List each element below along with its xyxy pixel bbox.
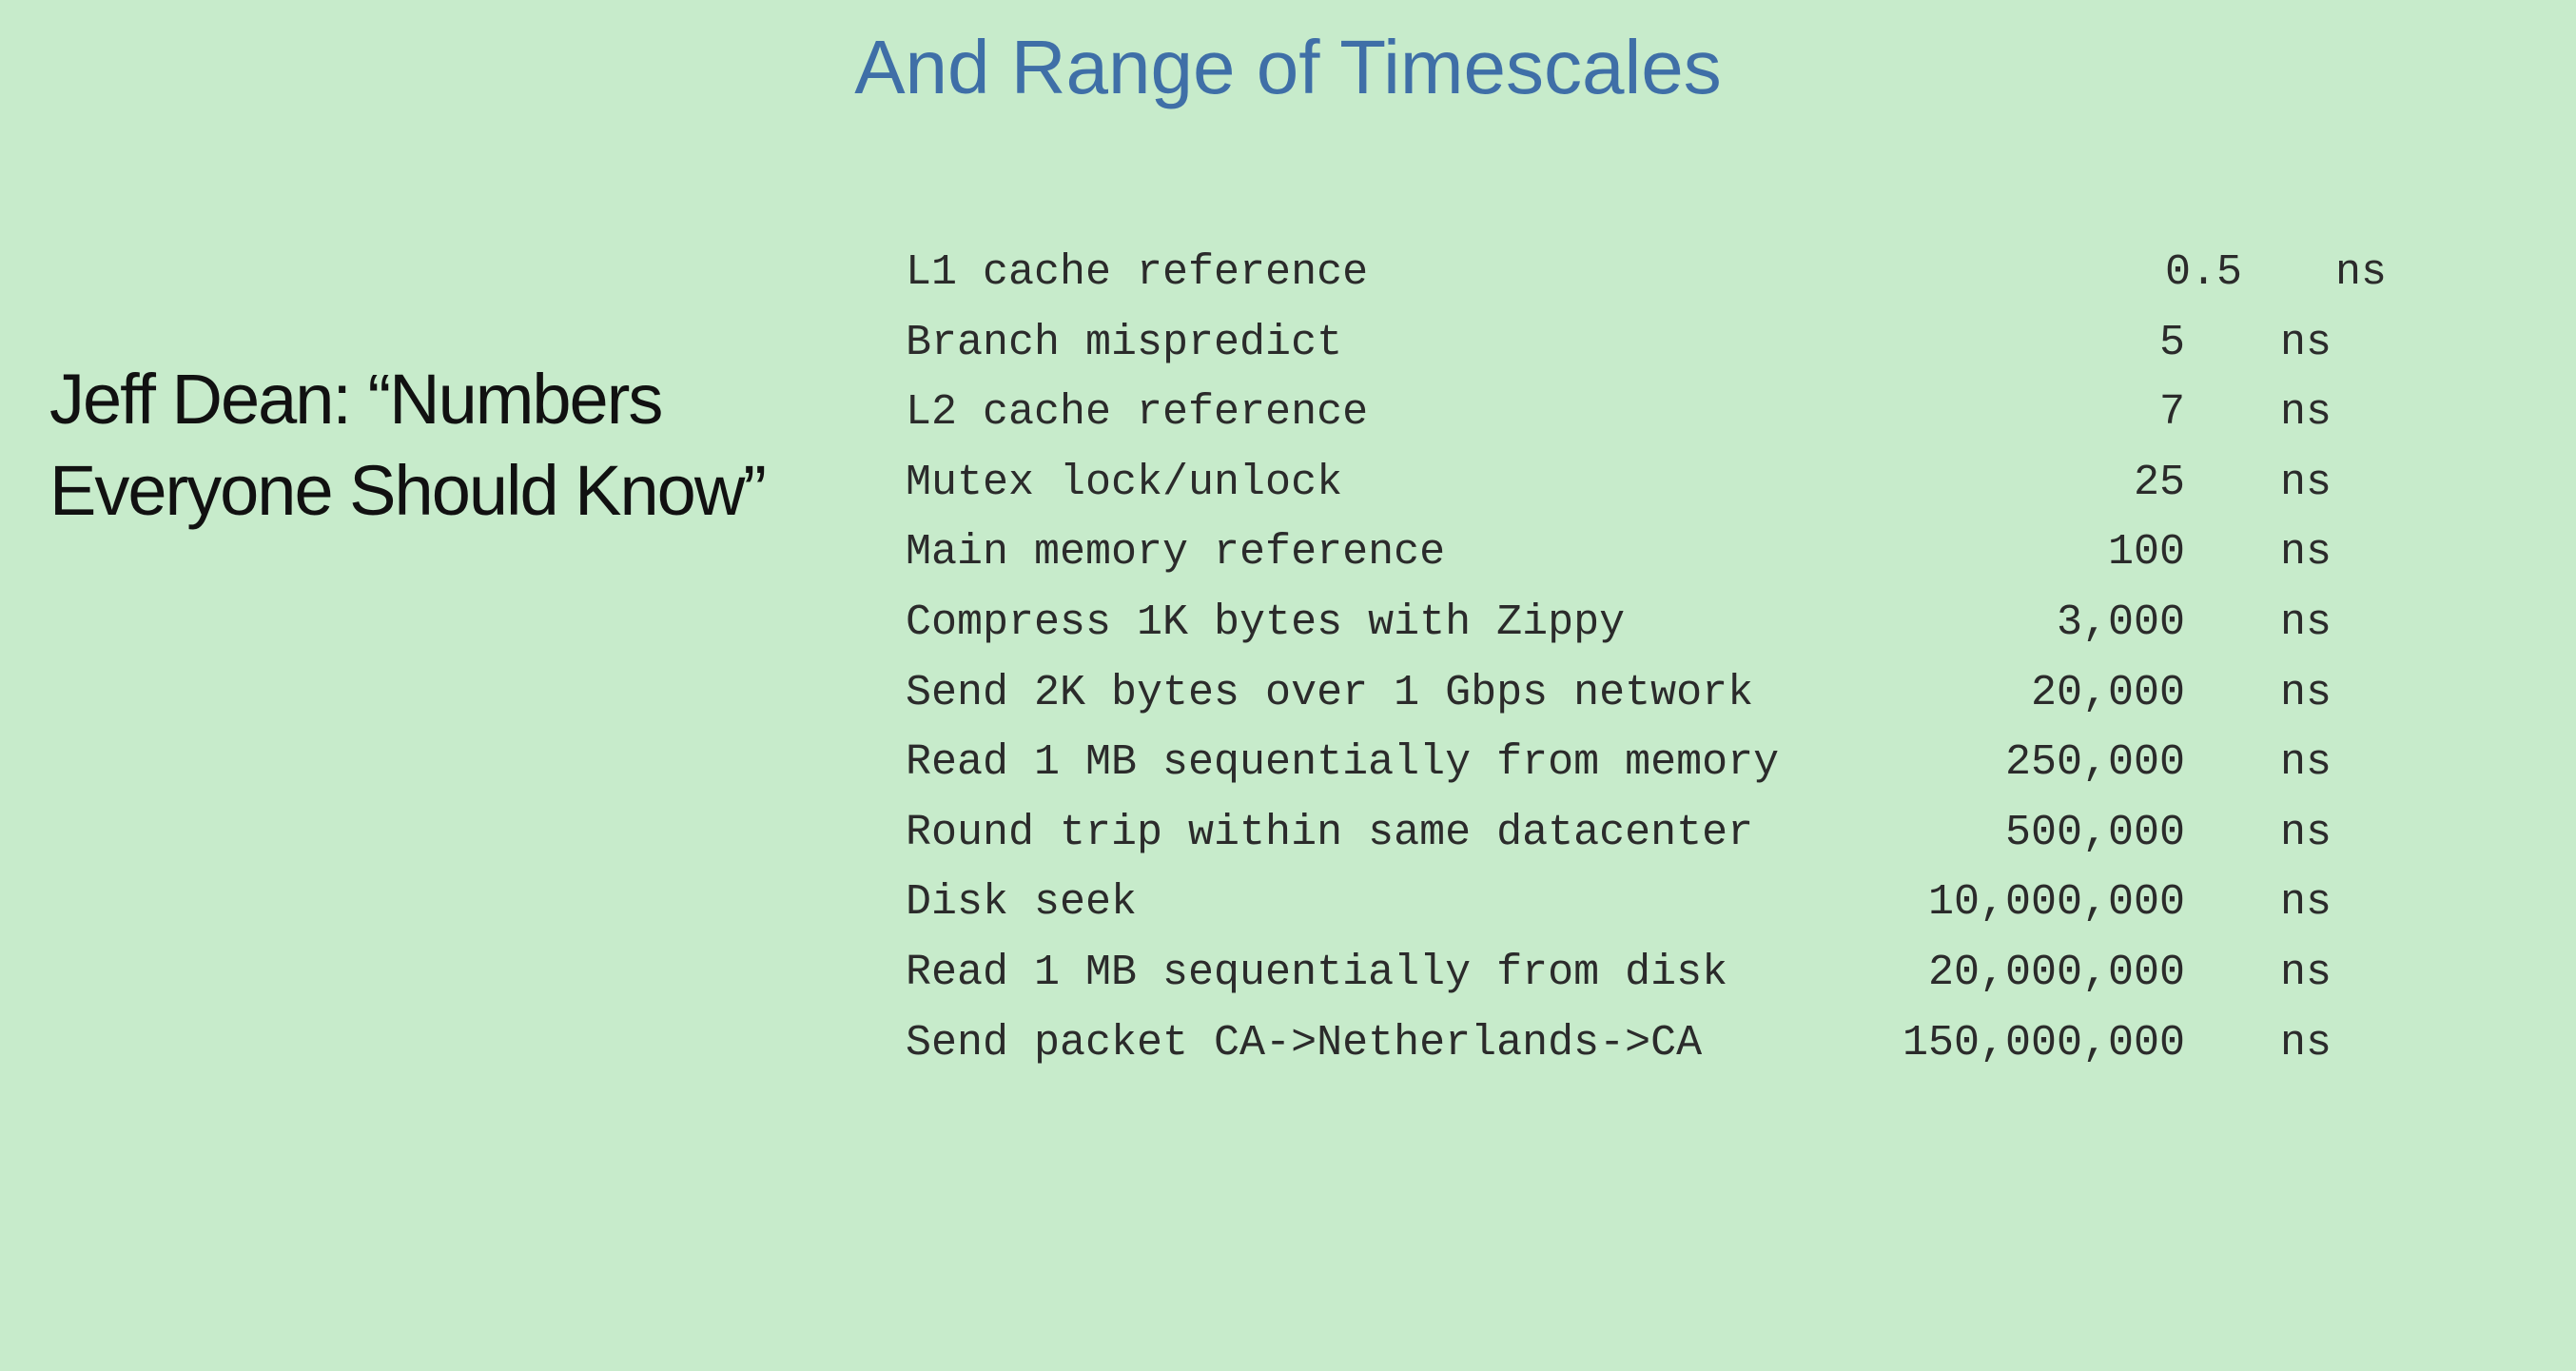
table-row: Send packet CA->Netherlands->CA 150,000,0… bbox=[906, 1009, 2390, 1079]
latency-unit: ns bbox=[2280, 1018, 2332, 1067]
latency-unit: ns bbox=[2280, 388, 2332, 438]
latency-unit: ns bbox=[2280, 458, 2332, 507]
latency-value: 250,000 bbox=[2004, 738, 2185, 788]
operation-label: L2 cache reference bbox=[906, 388, 1369, 438]
latency-value: 0.5 bbox=[2164, 248, 2242, 297]
latency-unit: ns bbox=[2280, 948, 2332, 997]
table-row: Compress 1K bytes with Zippy 3,000 ns bbox=[906, 588, 2390, 658]
operation-label: Compress 1K bytes with Zippy bbox=[906, 597, 1626, 647]
latency-value: 100 bbox=[2107, 528, 2185, 578]
operation-label: Read 1 MB sequentially from disk bbox=[906, 948, 1728, 997]
table-row: Send 2K bytes over 1 Gbps network 20,000 n… bbox=[906, 658, 2390, 729]
latency-value: 3,000 bbox=[2056, 597, 2185, 647]
operation-label: Disk seek bbox=[906, 878, 1138, 928]
operation-label: L1 cache reference bbox=[906, 248, 1369, 297]
latency-unit: ns bbox=[2335, 248, 2388, 297]
quote-attribution: Jeff Dean: “Numbers Everyone Should Know… bbox=[49, 354, 767, 537]
latency-unit: ns bbox=[2280, 318, 2332, 367]
table-row: Read 1 MB sequentially from memory 250,00… bbox=[906, 728, 2390, 798]
operation-label: Round trip within same datacenter bbox=[906, 808, 1754, 857]
table-row: Read 1 MB sequentially from disk 20,000,0… bbox=[906, 938, 2390, 1009]
table-row: Main memory reference 100 ns bbox=[906, 518, 2390, 588]
latency-value: 500,000 bbox=[2004, 808, 2185, 857]
operation-label: Send 2K bytes over 1 Gbps network bbox=[906, 668, 1754, 717]
operation-label: Send packet CA->Netherlands->CA bbox=[906, 1018, 1703, 1067]
table-row: L1 cache reference 0.5 ns bbox=[906, 238, 2390, 308]
quote-line-1: Jeff Dean: “Numbers bbox=[49, 360, 663, 439]
latency-unit: ns bbox=[2280, 528, 2332, 578]
table-row: Branch mispredict 5 ns bbox=[906, 308, 2390, 379]
latency-unit: ns bbox=[2280, 738, 2332, 788]
latency-unit: ns bbox=[2280, 597, 2332, 647]
operation-label: Branch mispredict bbox=[906, 318, 1343, 367]
quote-line-2: Everyone Should Know” bbox=[49, 451, 767, 530]
latency-value: 10,000,000 bbox=[1927, 878, 2185, 928]
latency-value: 7 bbox=[2158, 388, 2185, 438]
operation-label: Read 1 MB sequentially from memory bbox=[906, 738, 1780, 788]
operation-label: Mutex lock/unlock bbox=[906, 458, 1343, 507]
latency-value: 20,000,000 bbox=[1927, 948, 2185, 997]
table-row: Round trip within same datacenter 500,000… bbox=[906, 798, 2390, 869]
latency-value: 25 bbox=[2133, 458, 2185, 507]
latency-unit: ns bbox=[2280, 668, 2332, 717]
latency-unit: ns bbox=[2280, 878, 2332, 928]
table-row: Disk seek 10,000,000 ns bbox=[906, 868, 2390, 938]
latency-value: 150,000,000 bbox=[1902, 1018, 2185, 1067]
latency-value: 5 bbox=[2158, 318, 2185, 367]
table-row: Mutex lock/unlock 25 ns bbox=[906, 448, 2390, 519]
operation-label: Main memory reference bbox=[906, 528, 1446, 578]
table-row: L2 cache reference 7 ns bbox=[906, 378, 2390, 448]
latency-value: 20,000 bbox=[2030, 668, 2185, 717]
latency-unit: ns bbox=[2280, 808, 2332, 857]
slide-title: And Range of Timescales bbox=[854, 25, 1722, 109]
